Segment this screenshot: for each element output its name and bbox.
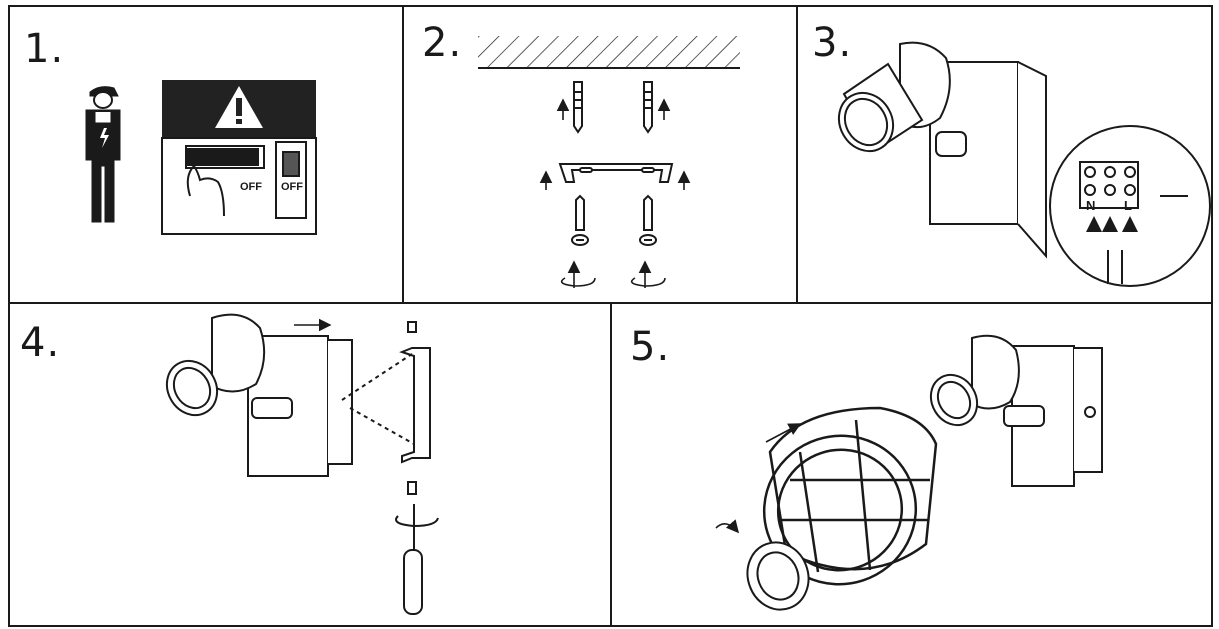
step-number-2: 2. [422, 20, 463, 66]
arrow-icon [539, 98, 691, 190]
step-number-5: 5. [630, 324, 671, 370]
step-number-3: 3. [812, 20, 853, 66]
warning-icon [162, 80, 316, 138]
terminal-l: L [1124, 198, 1132, 213]
wall-plate [1011, 345, 1103, 487]
off-label-1: OFF [240, 181, 262, 193]
lamp-shade [762, 406, 938, 586]
step-number-1: 1. [24, 26, 65, 72]
electrician-icon [85, 86, 121, 223]
mounting-bracket [341, 347, 431, 464]
switch-icon [275, 141, 307, 219]
off-label-2: OFF [281, 181, 303, 193]
step-number-4: 4. [20, 320, 61, 366]
screwdriver-icon [395, 504, 439, 615]
screw-icon [407, 321, 417, 495]
fuse-box [161, 137, 317, 235]
shade-ring [746, 541, 810, 611]
rotate-arrow-icon [560, 260, 666, 288]
mounting-bracket [558, 163, 674, 183]
rotate-arrow-icon [715, 423, 802, 534]
ceiling [478, 36, 740, 69]
terminal-n: N [1086, 198, 1095, 213]
lamp-head [837, 41, 967, 157]
lamp-head [165, 313, 293, 419]
screw-icon [571, 194, 657, 246]
wiring-detail [1049, 125, 1211, 287]
wall-plug-icon [573, 81, 653, 134]
lamp-head [929, 334, 1045, 427]
